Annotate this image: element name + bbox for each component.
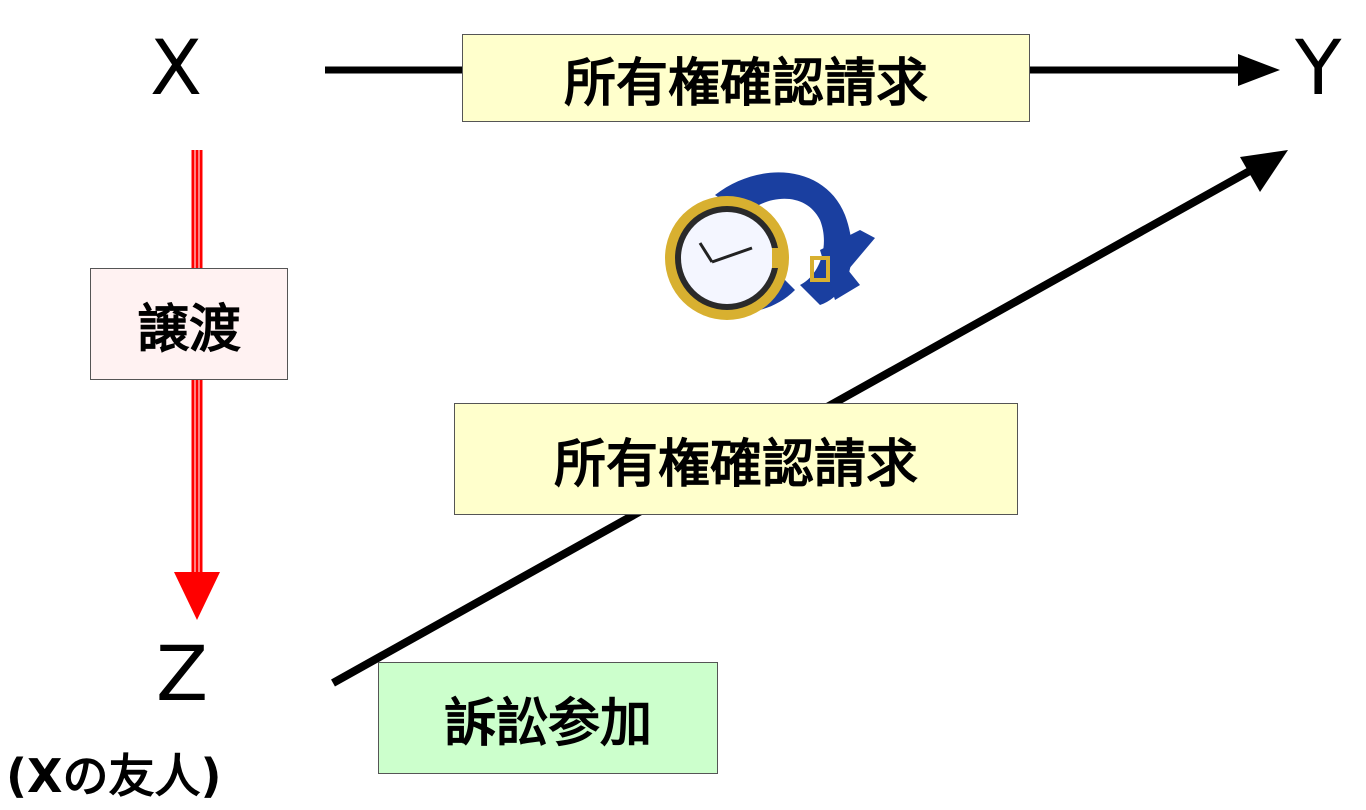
transfer-box: 譲渡 — [90, 268, 288, 380]
claim-box-top: 所有権確認請求 — [462, 34, 1030, 122]
intervention-box: 訴訟参加 — [378, 662, 718, 774]
wristwatch-icon — [665, 172, 875, 320]
party-x-label: X — [150, 23, 203, 112]
party-z-note: (Xの友人) — [6, 749, 222, 803]
party-y-label: Y — [1295, 23, 1342, 112]
transfer-arrow — [174, 150, 220, 620]
party-z-label: Z — [156, 629, 209, 718]
claim-box-middle: 所有権確認請求 — [454, 403, 1018, 515]
